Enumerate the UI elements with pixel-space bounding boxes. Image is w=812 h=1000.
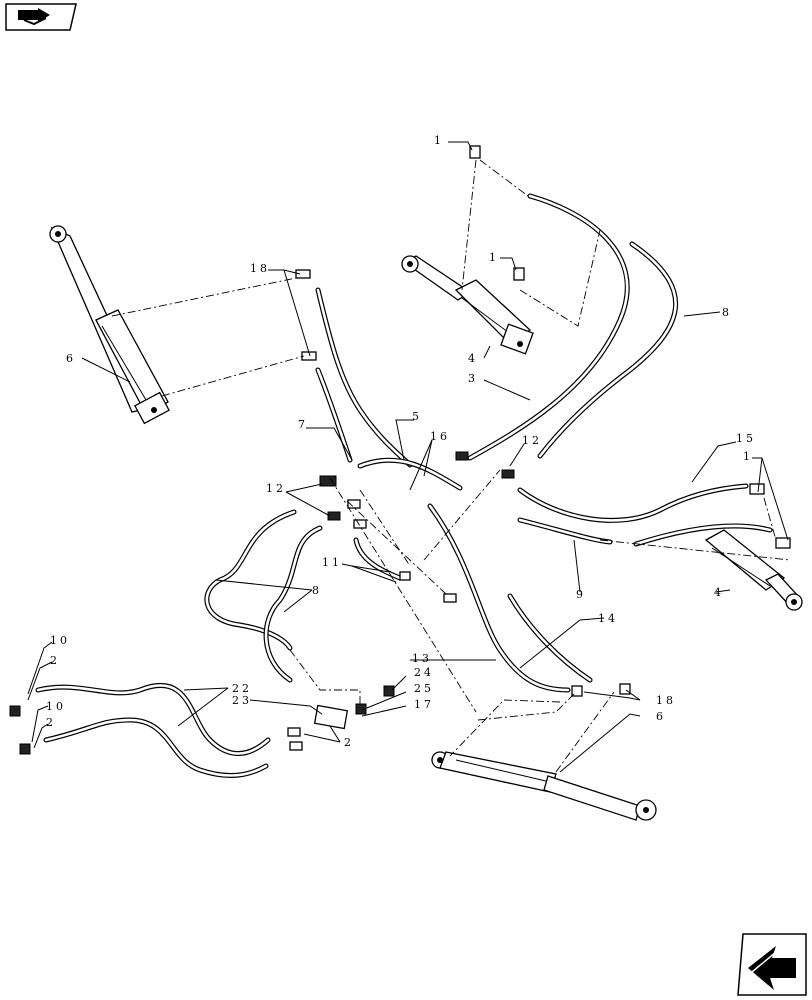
callout-17: 17 [414, 698, 434, 711]
callout-2-b: 2 [46, 716, 56, 729]
dashed-reference-lines [111, 159, 791, 773]
callout-18-top: 18 [250, 262, 270, 275]
callout-11: 11 [322, 556, 342, 569]
hose-lines [35, 193, 773, 778]
callout-8-right: 8 [722, 306, 732, 319]
callout-16: 16 [430, 430, 450, 443]
callout-4-top: 4 [468, 352, 478, 365]
callout-7: 7 [298, 418, 308, 431]
callout-5: 5 [412, 410, 422, 423]
callout-12-right: 12 [522, 434, 542, 447]
callout-1-mid: 1 [489, 251, 499, 264]
callout-22: 22 [232, 682, 252, 695]
callout-labels: 1 1 1 18 6 4 3 8 7 5 16 12 15 12 11 9 8 … [46, 134, 756, 749]
callout-10-b: 10 [46, 700, 66, 713]
callout-10-a: 10 [50, 634, 70, 647]
next-page-arrow-icon[interactable] [737, 933, 807, 996]
callout-2-c: 2 [344, 736, 354, 749]
callout-15: 15 [736, 432, 756, 445]
callout-12-left: 12 [266, 482, 286, 495]
callout-1-top: 1 [434, 134, 444, 147]
callout-9: 9 [576, 588, 586, 601]
callout-14: 14 [598, 612, 618, 625]
cylinder-left [49, 225, 170, 425]
callout-13: 13 [412, 652, 432, 665]
callout-3: 3 [468, 372, 478, 385]
callout-leaders [27, 141, 789, 773]
callout-6-left: 6 [66, 352, 76, 365]
callout-23: 23 [232, 694, 252, 707]
cylinder-top [401, 255, 534, 355]
callout-6-bottom: 6 [656, 710, 666, 723]
callout-18-bottom: 18 [656, 694, 676, 707]
cylinder-right [704, 529, 803, 611]
fittings [9, 145, 791, 755]
callout-4-right: 4 [714, 586, 724, 599]
callout-8-left: 8 [312, 584, 322, 597]
callout-2-a: 2 [50, 654, 60, 667]
callout-25: 25 [414, 682, 434, 695]
cylinder-bottom [431, 751, 657, 821]
callout-1-right: 1 [743, 450, 753, 463]
book-arrow-icon[interactable] [5, 3, 77, 31]
callout-24: 24 [414, 666, 434, 679]
